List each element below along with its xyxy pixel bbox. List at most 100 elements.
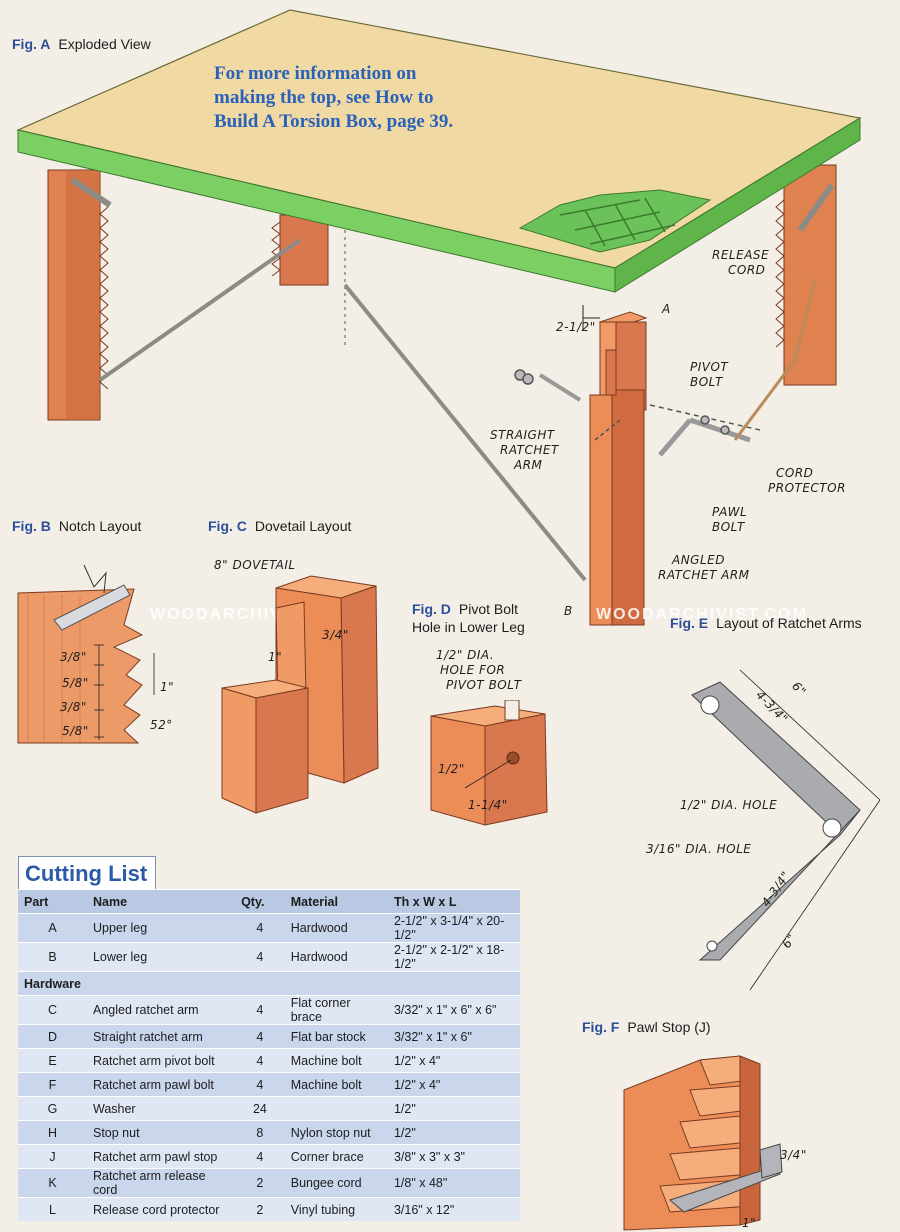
fig-d-tag: Fig. D	[412, 601, 451, 617]
dovetail-label: 8" DOVETAIL	[214, 558, 296, 572]
ratchet-arms-drawing	[691, 669, 881, 991]
table-cell: H	[18, 1120, 87, 1145]
cutting-list: Cutting List Part Name Qty. Material Th …	[18, 856, 520, 1221]
table-cell: 1/2"	[387, 1120, 520, 1145]
table-cell: Washer	[86, 1096, 236, 1121]
table-cell: 1/2"	[387, 1096, 520, 1121]
table-cell: Straight ratchet arm	[86, 1024, 236, 1049]
fig-d-dim-114: 1-1/4"	[468, 798, 508, 812]
table-cell	[86, 971, 236, 996]
table-cell: Stop nut	[86, 1120, 236, 1145]
table-cell: A	[18, 913, 87, 943]
table-cell: 2-1/2" x 2-1/2" x 18-1/2"	[387, 942, 520, 972]
fig-d-title: Pivot Bolt	[458, 601, 519, 617]
table-cell: 3/16" x 12"	[387, 1197, 520, 1221]
table-cell: G	[18, 1096, 87, 1121]
callout-text: 1/2" DIA.	[436, 648, 495, 662]
callout-two-half: 2-1/2"	[556, 320, 596, 334]
note-line-3: Build A Torsion Box, page 39.	[214, 111, 454, 132]
table-cell: 24	[235, 1096, 285, 1121]
fig-d-label: Fig. D Pivot Bolt Hole in Lower Leg	[412, 600, 525, 636]
table-cell: Upper leg	[86, 913, 236, 943]
table-cell: Corner brace	[284, 1144, 388, 1169]
table-cell: B	[18, 942, 87, 972]
callout-text: BOLT	[690, 375, 723, 389]
callout-pawl-bolt: PAWL BOLT	[712, 505, 747, 535]
table-cell: F	[18, 1072, 87, 1097]
table-cell: 4	[235, 995, 285, 1025]
table-cell: Hardwood	[284, 913, 388, 943]
dovetail-dim-34: 3/4"	[322, 628, 349, 642]
table-cell: D	[18, 1024, 87, 1049]
callout-text: PROTECTOR	[768, 481, 846, 495]
fig-f-tag: Fig. F	[582, 1019, 620, 1035]
callout-text: RELEASE	[712, 248, 770, 262]
fig-d-title-2: Hole in Lower Leg	[412, 619, 525, 635]
table-cell: Flat bar stock	[284, 1024, 388, 1049]
fig-f-dim-34: 3/4"	[780, 1148, 807, 1162]
fig-e-title: Layout of Ratchet Arms	[716, 615, 862, 631]
table-cell: Vinyl tubing	[284, 1197, 388, 1221]
table-cell	[284, 1096, 388, 1121]
table-section-row: Hardware	[18, 971, 520, 996]
table-cell: Flat corner brace	[284, 995, 388, 1025]
table-cell: E	[18, 1048, 87, 1073]
fig-a-tag: Fig. A	[12, 36, 51, 52]
torsion-box-note: For more information on making the top, …	[214, 62, 453, 134]
table-cell: 3/32" x 1" x 6" x 6"	[387, 995, 520, 1025]
callout-text: PIVOT BOLT	[446, 678, 522, 692]
note-line-2: making the top, see How to	[214, 87, 434, 108]
table-cell: Nylon stop nut	[284, 1120, 388, 1145]
notch-angle: 52°	[150, 718, 173, 732]
col-header: Part	[18, 889, 87, 914]
callout-text: ARM	[514, 458, 543, 472]
callout-text: PIVOT	[690, 360, 729, 374]
fig-c-label: Fig. C Dovetail Layout	[208, 518, 351, 534]
fig-b-title: Notch Layout	[58, 518, 142, 534]
fig-b-label: Fig. B Notch Layout	[12, 518, 141, 534]
fig-c-title: Dovetail Layout	[254, 518, 352, 534]
callout-text: ANGLED	[672, 553, 725, 567]
table-cell: Ratchet arm pawl bolt	[86, 1072, 236, 1097]
callout-text: BOLT	[712, 520, 745, 534]
callout-angled-ratchet-arm: ANGLED RATCHET ARM	[658, 553, 750, 583]
table-cell: L	[18, 1197, 87, 1221]
table-cell: Lower leg	[86, 942, 236, 972]
fig-e-half-hole: 1/2" DIA. HOLE	[680, 798, 778, 812]
table-cell: 4	[235, 1144, 285, 1169]
notch-dim-3: 3/8"	[60, 700, 87, 714]
table-cell: 2-1/2" x 3-1/4" x 20-1/2"	[387, 913, 520, 943]
table-cell: 1/2" x 4"	[387, 1048, 520, 1073]
callout-text: RATCHET	[500, 443, 559, 457]
table-cell: 4	[235, 913, 285, 943]
table-cell: Release cord protector	[86, 1197, 236, 1221]
table-cell: 1/2" x 4"	[387, 1072, 520, 1097]
notch-dim-4: 5/8"	[62, 724, 89, 738]
fig-b-tag: Fig. B	[12, 518, 51, 534]
dovetail-dim-1: 1"	[268, 650, 283, 664]
table-cell: J	[18, 1144, 87, 1169]
col-header: Th x W x L	[387, 889, 520, 914]
callout-text: STRAIGHT	[490, 428, 555, 442]
callout-text: HOLE FOR	[440, 663, 506, 677]
notch-dim-2: 5/8"	[62, 676, 89, 690]
table-cell: Ratchet arm pivot bolt	[86, 1048, 236, 1073]
pivot-bolt-hole-drawing	[430, 700, 548, 826]
callout-text: CORD	[776, 466, 814, 480]
table-cell: Ratchet arm pawl stop	[86, 1144, 236, 1169]
notch-layout-drawing	[17, 565, 155, 744]
note-line-1: For more information on	[214, 63, 417, 84]
fig-c-tag: Fig. C	[208, 518, 247, 534]
table-cell: K	[18, 1168, 87, 1198]
dovetail-layout-drawing	[221, 575, 379, 814]
fig-d-dim-half: 1/2"	[438, 762, 465, 776]
